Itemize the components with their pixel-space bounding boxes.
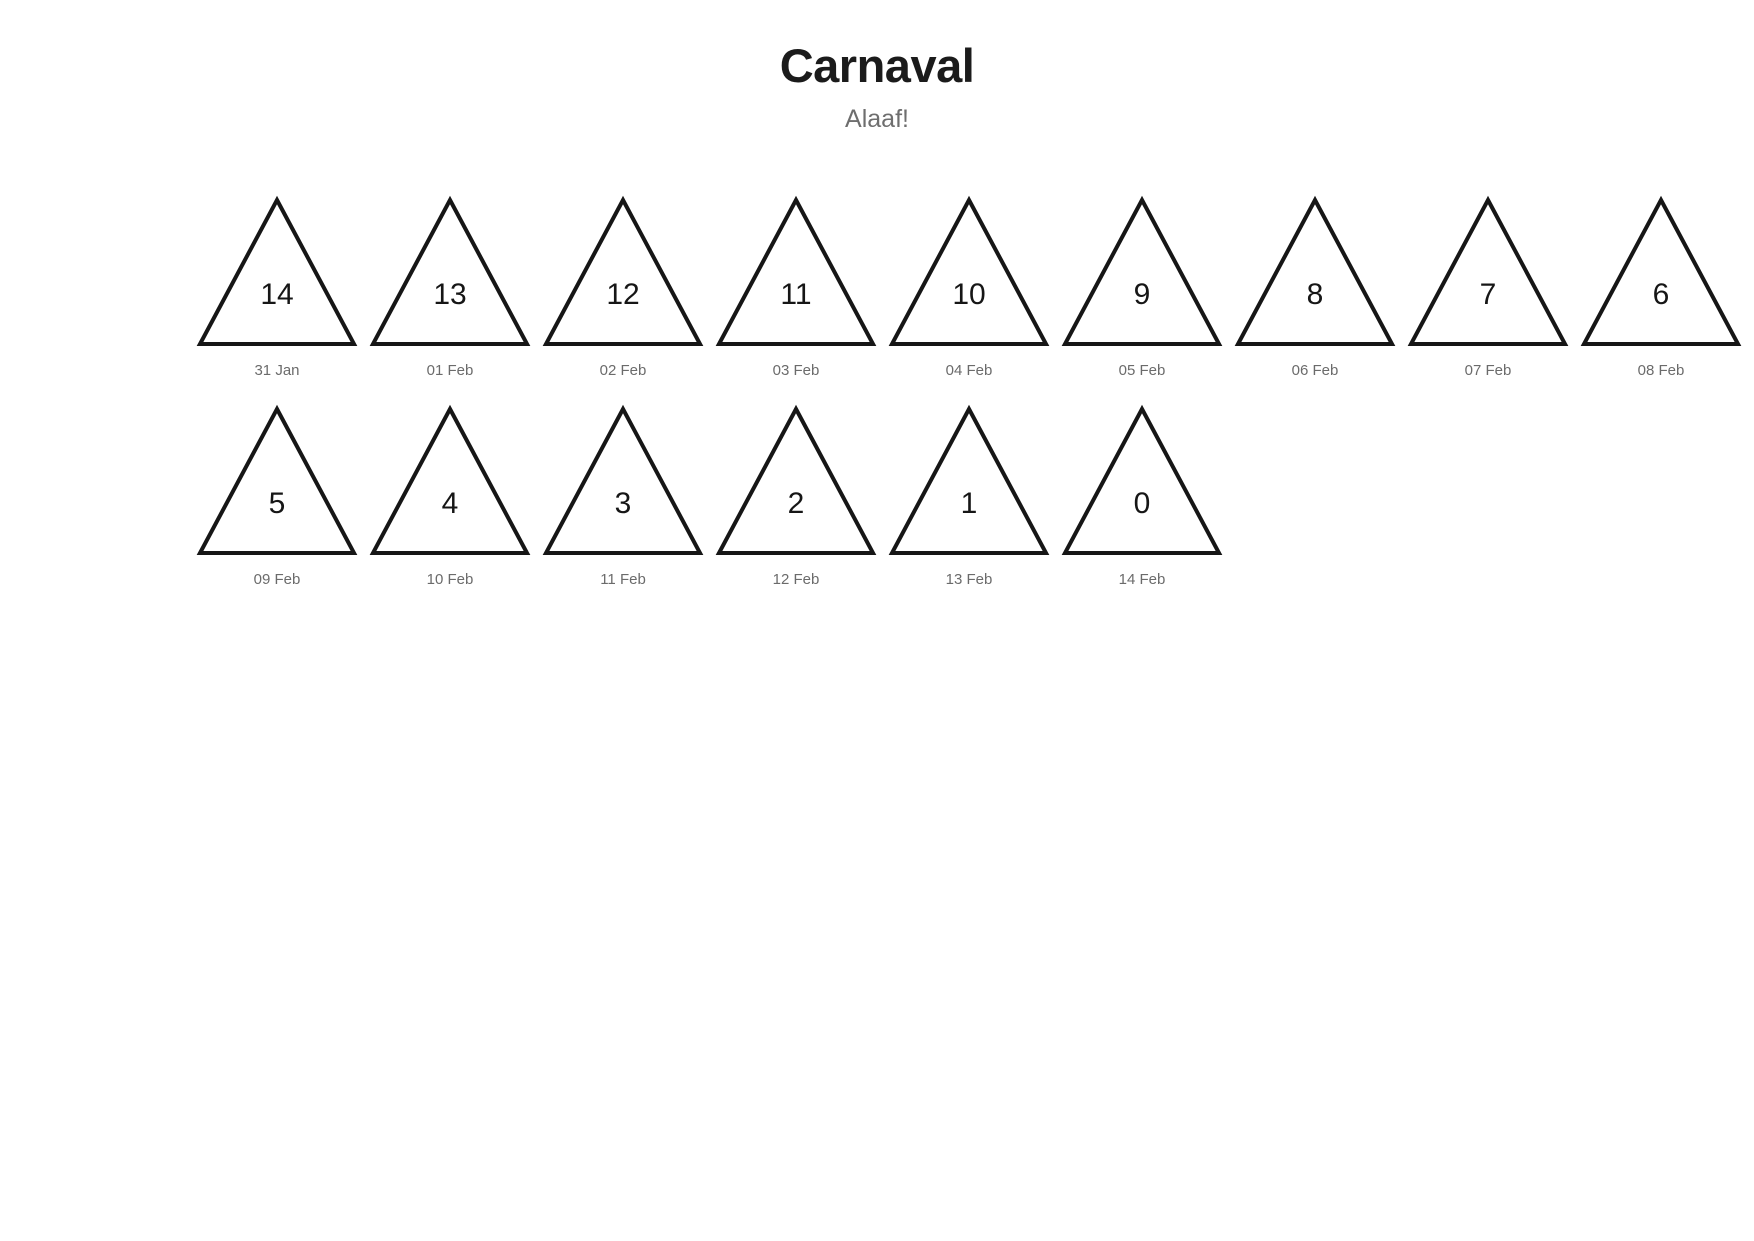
triangle-icon — [542, 195, 704, 346]
countdown-triangle: 2 — [715, 403, 877, 558]
countdown-triangle: 1 — [888, 403, 1050, 558]
countdown-day-cell: 1 13 Feb — [888, 403, 1061, 589]
triangle-icon — [888, 404, 1050, 556]
countdown-date-label: 14 Feb — [1118, 571, 1166, 589]
countdown-day-cell: 3 11 Feb — [542, 403, 715, 589]
triangle-icon — [1234, 195, 1396, 346]
countdown-date-label: 07 Feb — [1464, 361, 1512, 379]
countdown-date-label: 31 Jan — [254, 361, 300, 379]
countdown-date-label: 10 Feb — [426, 571, 474, 589]
triangle-icon — [196, 404, 358, 556]
triangle-icon — [1407, 195, 1569, 346]
countdown-triangle: 7 — [1407, 194, 1569, 349]
page-header: Carnaval Alaaf! — [0, 0, 1754, 134]
countdown-date-label: 13 Feb — [945, 571, 993, 589]
countdown-date-label: 12 Feb — [772, 571, 820, 589]
countdown-day-cell: 7 07 Feb — [1407, 194, 1580, 380]
triangle-icon — [1061, 404, 1223, 556]
countdown-day-cell: 9 05 Feb — [1061, 194, 1234, 380]
countdown-date-label: 04 Feb — [945, 361, 993, 379]
countdown-triangle: 5 — [196, 403, 358, 558]
countdown-day-cell: 5 09 Feb — [196, 403, 369, 589]
page-subtitle: Alaaf! — [845, 104, 909, 133]
countdown-triangle: 0 — [1061, 403, 1223, 558]
triangle-icon — [369, 195, 531, 346]
countdown-date-label: 02 Feb — [599, 361, 647, 379]
countdown-triangle: 9 — [1061, 194, 1223, 349]
countdown-triangle: 13 — [369, 194, 531, 349]
countdown-date-label: 01 Feb — [426, 361, 474, 379]
countdown-date-label: 08 Feb — [1637, 361, 1685, 379]
countdown-day-cell: 6 08 Feb — [1580, 194, 1753, 380]
countdown-date-label: 11 Feb — [600, 571, 646, 589]
countdown-triangle: 8 — [1234, 194, 1396, 349]
countdown-triangle: 12 — [542, 194, 704, 349]
countdown-date-label: 05 Feb — [1118, 361, 1166, 379]
countdown-day-cell: 2 12 Feb — [715, 403, 888, 589]
countdown-date-label: 09 Feb — [253, 571, 301, 589]
countdown-day-cell: 8 06 Feb — [1234, 194, 1407, 380]
triangle-icon — [1061, 195, 1223, 346]
countdown-triangle: 4 — [369, 403, 531, 558]
page-title: Carnaval — [779, 39, 975, 92]
countdown-triangle: 6 — [1580, 194, 1742, 349]
triangle-icon — [715, 195, 877, 346]
countdown-day-cell: 11 03 Feb — [715, 194, 888, 380]
triangle-icon — [1580, 195, 1742, 346]
countdown-date-label: 03 Feb — [772, 361, 820, 379]
countdown-day-cell: 14 31 Jan — [196, 194, 369, 380]
countdown-triangle: 14 — [196, 194, 358, 349]
triangle-icon — [542, 404, 704, 556]
triangle-icon — [715, 404, 877, 556]
countdown-triangle: 10 — [888, 194, 1050, 349]
countdown-date-label: 06 Feb — [1291, 361, 1339, 379]
triangle-icon — [888, 195, 1050, 346]
triangle-icon — [369, 404, 531, 556]
countdown-day-cell: 13 01 Feb — [369, 194, 542, 380]
countdown-day-cell: 0 14 Feb — [1061, 403, 1234, 589]
countdown-day-cell: 4 10 Feb — [369, 403, 542, 589]
countdown-day-cell: 12 02 Feb — [542, 194, 715, 380]
countdown-triangle: 11 — [715, 194, 877, 349]
triangle-icon — [196, 195, 358, 346]
countdown-triangle: 3 — [542, 403, 704, 558]
countdown-day-cell: 10 04 Feb — [888, 194, 1061, 380]
